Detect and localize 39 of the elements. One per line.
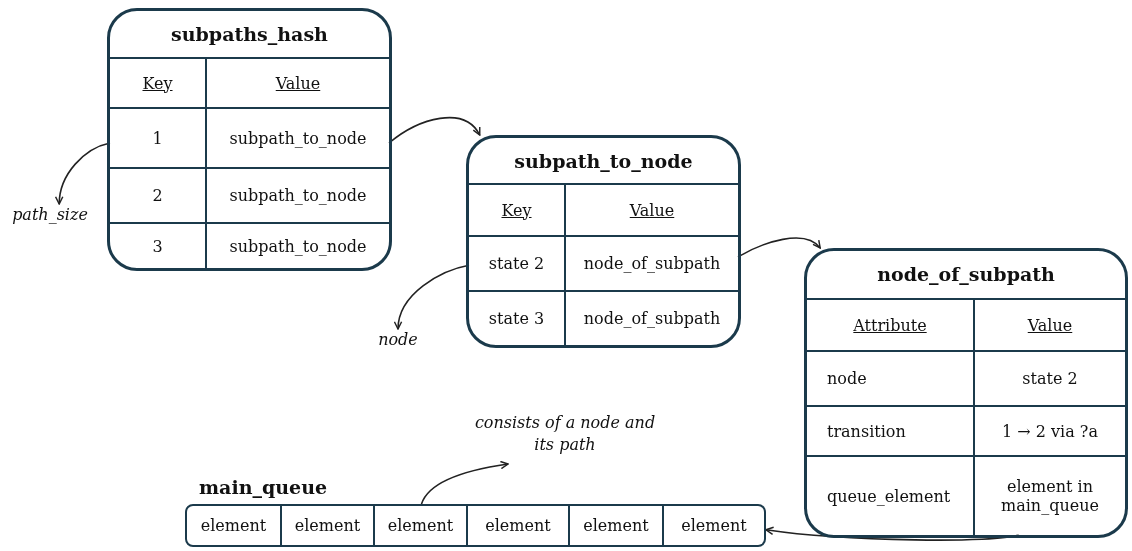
column-header: Key bbox=[469, 183, 564, 235]
annotation-text: path_size bbox=[4, 204, 96, 232]
table-cell: element in main_queue bbox=[973, 455, 1125, 535]
table-cell: 1 → 2 via ?a bbox=[973, 405, 1125, 455]
table-cell: node_of_subpath bbox=[564, 235, 738, 290]
column-header: Key bbox=[110, 57, 205, 107]
table-frame bbox=[107, 8, 392, 271]
table-cell: subpath_to_node bbox=[205, 107, 389, 167]
queue-element: element bbox=[185, 504, 282, 547]
table-cell: 3 bbox=[110, 222, 205, 268]
table-title: subpath_to_node bbox=[513, 150, 694, 172]
table-title: node_of_subpath bbox=[876, 263, 1056, 285]
table-cell: state 2 bbox=[973, 350, 1125, 405]
table-cell: 1 bbox=[110, 107, 205, 167]
table-cell: state 3 bbox=[469, 290, 564, 345]
array-title: main_queue bbox=[199, 476, 328, 498]
table-cell: subpath_to_node bbox=[205, 222, 389, 268]
queue-element: element bbox=[282, 504, 375, 547]
queue-element: element bbox=[375, 504, 468, 547]
queue-element: element bbox=[570, 504, 664, 547]
table-title: subpaths_hash bbox=[170, 23, 329, 45]
annotation-text: node bbox=[370, 329, 426, 355]
table-cell: transition bbox=[807, 405, 973, 455]
column-header: Value bbox=[973, 298, 1125, 350]
table-frame bbox=[466, 135, 741, 348]
column-header: Value bbox=[564, 183, 738, 235]
table-cell: 2 bbox=[110, 167, 205, 222]
column-header: Attribute bbox=[807, 298, 973, 350]
queue-element: element bbox=[468, 504, 570, 547]
table-cell: state 2 bbox=[469, 235, 564, 290]
table-cell: node bbox=[807, 350, 973, 405]
table-frame bbox=[804, 248, 1128, 538]
annotation-text: consists of a node and its path bbox=[470, 412, 660, 464]
arrow bbox=[420, 460, 509, 505]
table-cell: subpath_to_node bbox=[205, 167, 389, 222]
table-cell: queue_element bbox=[807, 455, 973, 535]
table-cell: node_of_subpath bbox=[564, 290, 738, 345]
queue-element: element bbox=[664, 504, 766, 547]
column-header: Value bbox=[205, 57, 389, 107]
